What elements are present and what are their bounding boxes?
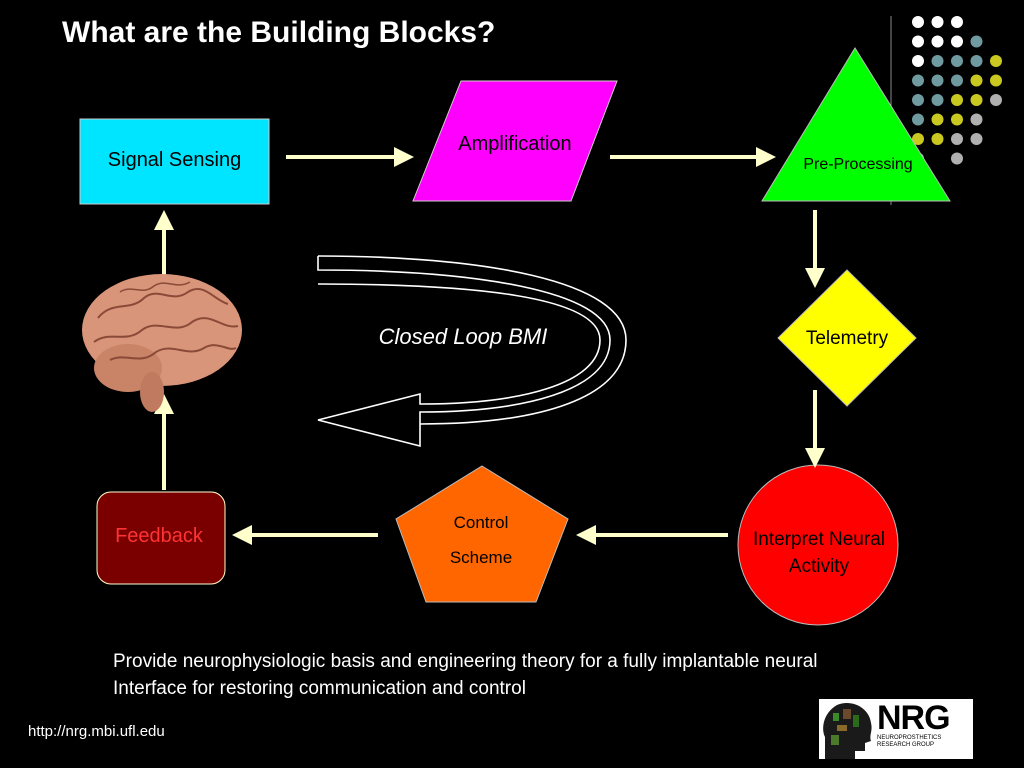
control-label-line1: Control <box>453 513 509 532</box>
decor-dot <box>912 94 924 106</box>
decor-dot <box>951 16 963 28</box>
interpret-label-line1: Interpret Neural <box>752 529 885 550</box>
feedback-label: Feedback <box>115 525 203 547</box>
decor-dot <box>912 113 924 126</box>
closed-loop-arrow <box>317 256 611 448</box>
closed-loop-label: Closed Loop BMI <box>378 324 548 349</box>
pre-processing-label: Pre-Processing <box>803 156 913 173</box>
logo-acronym: NRG <box>877 699 951 737</box>
decor-dot <box>970 94 983 106</box>
decor-dot <box>970 55 983 67</box>
decor-dot <box>951 74 963 87</box>
decor-dot <box>951 94 963 106</box>
decor-dot <box>970 74 983 87</box>
logo-subtitle: NEUROPROSTHETICS RESEARCH GROUP <box>877 735 942 748</box>
logo-head-silhouette-icon <box>819 699 875 759</box>
interpret-label-line2: Activity <box>788 556 850 577</box>
decor-dot <box>970 35 983 48</box>
control-scheme-block <box>395 465 569 603</box>
decor-dot <box>951 55 963 67</box>
closed-loop-arrow-outer <box>317 255 627 425</box>
footer-url[interactable]: http://nrg.mbi.ufl.edu <box>28 723 165 740</box>
decor-dot <box>931 133 944 145</box>
decor-dot <box>912 133 924 145</box>
decor-dot <box>970 133 983 145</box>
decor-dot <box>912 16 924 28</box>
slide-title: What are the Building Blocks? <box>62 16 496 49</box>
nrg-logo: NRG NEUROPROSTHETICS RESEARCH GROUP <box>819 699 973 759</box>
decor-dot <box>951 35 963 48</box>
decor-dot <box>912 74 924 87</box>
decor-dot <box>951 113 963 126</box>
decor-dot <box>931 113 944 126</box>
telemetry-label: Telemetry <box>805 328 889 349</box>
caption-text: Provide neurophysiologic basis and engin… <box>113 648 993 702</box>
decor-dot <box>931 16 944 28</box>
amplification-block <box>412 80 618 202</box>
decor-dot <box>990 94 1002 106</box>
feedback-block <box>96 491 226 585</box>
decor-dot <box>931 55 944 67</box>
signal-sensing-block <box>79 118 270 205</box>
brain-illustration <box>82 274 242 412</box>
dot-grid-decoration <box>912 16 1002 165</box>
decor-dot <box>990 74 1002 87</box>
decor-dot <box>931 94 944 106</box>
caption-line-2: Interface for restoring communication an… <box>113 678 526 699</box>
decor-dot <box>951 152 963 165</box>
decor-dot <box>912 55 924 67</box>
decor-dot <box>970 113 983 126</box>
pre-processing-block <box>761 47 951 202</box>
decor-dot <box>951 133 963 145</box>
caption-line-1: Provide neurophysiologic basis and engin… <box>113 651 818 672</box>
control-label-line2: Scheme <box>449 548 513 567</box>
telemetry-block <box>777 269 917 407</box>
decor-dot <box>931 74 944 87</box>
decor-dot <box>931 35 944 48</box>
signal-sensing-label: Signal Sensing <box>107 149 242 171</box>
decor-dot <box>990 55 1002 67</box>
decor-dot <box>912 35 924 48</box>
amplification-label: Amplification <box>458 133 572 155</box>
